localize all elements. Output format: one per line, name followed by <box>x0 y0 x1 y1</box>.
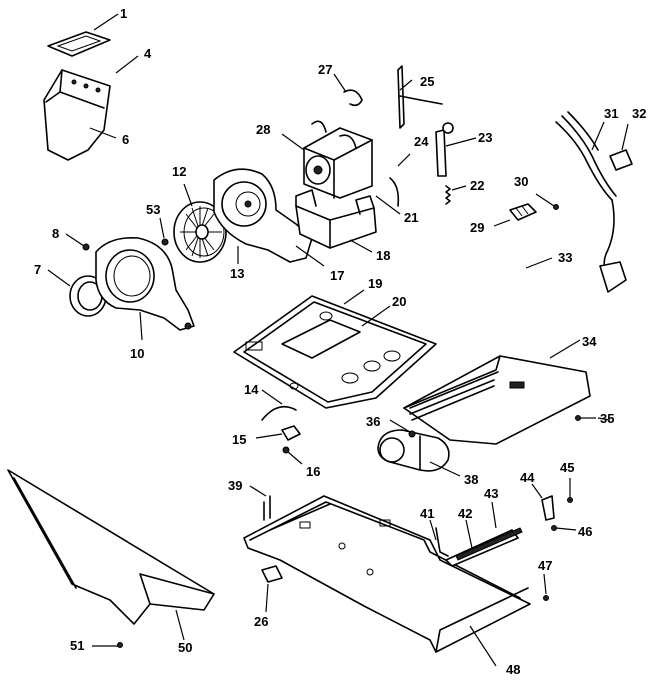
label-45: 45 <box>560 460 574 475</box>
part-23-idler-arm <box>435 122 477 177</box>
part-26-roller <box>261 565 283 613</box>
label-8: 8 <box>52 226 59 241</box>
label-7: 7 <box>34 262 41 277</box>
label-29: 29 <box>470 220 484 235</box>
label-34: 34 <box>582 334 597 349</box>
part-10-blower-housing <box>95 236 195 341</box>
label-6: 6 <box>122 132 129 147</box>
label-30: 30 <box>514 174 528 189</box>
part-6-lint-duct <box>43 69 117 161</box>
label-36: 36 <box>366 414 380 429</box>
part-18-motor-mount <box>295 189 377 253</box>
label-4: 4 <box>144 46 152 61</box>
label-14: 14 <box>244 382 259 397</box>
callout-labels: 1 4 6 7 8 10 12 13 14 15 16 17 18 19 20 … <box>34 6 646 677</box>
part-50-front-panel <box>7 469 215 641</box>
label-16: 16 <box>306 464 320 479</box>
part-29-switch <box>493 203 537 227</box>
label-38: 38 <box>464 472 478 487</box>
label-13: 13 <box>230 266 244 281</box>
label-23: 23 <box>478 130 492 145</box>
label-51: 51 <box>70 638 84 653</box>
part-31-wire-harness <box>555 111 627 293</box>
label-48: 48 <box>506 662 520 677</box>
part-43-tube <box>455 501 523 561</box>
part-51-screw <box>92 642 123 648</box>
part-32-connector <box>609 123 633 171</box>
label-33: 33 <box>558 250 572 265</box>
part-22-spring <box>445 185 467 205</box>
label-44: 44 <box>520 470 535 485</box>
part-14-bracket <box>261 389 297 421</box>
part-16-screw <box>282 446 303 465</box>
label-39: 39 <box>228 478 242 493</box>
label-28: 28 <box>256 122 270 137</box>
label-53: 53 <box>146 202 160 217</box>
label-41: 41 <box>420 506 434 521</box>
part-12-blower-wheel <box>173 183 227 263</box>
part-41-bracket <box>429 519 449 557</box>
label-26: 26 <box>254 614 268 629</box>
label-32: 32 <box>632 106 646 121</box>
label-21: 21 <box>404 210 418 225</box>
part-1-lint-screen-handle <box>47 31 111 57</box>
label-15: 15 <box>232 432 246 447</box>
label-12: 12 <box>172 164 186 179</box>
label-leaders <box>93 13 611 421</box>
part-36-sensor <box>389 419 416 438</box>
part-15-clamp <box>255 425 301 441</box>
label-18: 18 <box>376 248 390 263</box>
label-19: 19 <box>368 276 382 291</box>
part-28-motor <box>281 120 373 199</box>
label-1: 1 <box>120 6 127 21</box>
part-53-screw <box>159 217 169 246</box>
label-27: 27 <box>318 62 332 77</box>
label-46: 46 <box>578 524 592 539</box>
part-13-blower-housing-rear <box>213 168 313 264</box>
label-24: 24 <box>414 134 429 149</box>
label-42: 42 <box>458 506 472 521</box>
label-35: 35 <box>600 411 614 426</box>
label-10: 10 <box>130 346 144 361</box>
label-47: 47 <box>538 558 552 573</box>
part-39-screw <box>249 485 271 521</box>
part-46-screw <box>551 525 577 531</box>
part-33-pointer <box>525 257 553 269</box>
label-17: 17 <box>330 268 344 283</box>
part-35-screw <box>575 415 596 421</box>
part-47-screw <box>543 573 549 601</box>
part-30-screw <box>535 193 559 210</box>
label-31: 31 <box>604 106 618 121</box>
part-34-heater-assembly <box>403 339 591 445</box>
part-4-pointer <box>115 55 139 74</box>
part-27-clip <box>333 73 363 107</box>
part-8-screw <box>65 233 90 251</box>
label-20: 20 <box>392 294 406 309</box>
part-24-belt <box>389 153 411 207</box>
part-17-pointer <box>295 245 325 267</box>
part-42-tube <box>445 519 519 567</box>
part-45-screw <box>567 478 573 503</box>
part-25-rod <box>397 65 443 129</box>
part-19-base-plate <box>233 289 437 409</box>
label-43: 43 <box>484 486 498 501</box>
label-25: 25 <box>420 74 434 89</box>
part-48-base-frame <box>243 495 531 667</box>
part-44-clip <box>531 483 555 521</box>
part-21-pointer <box>375 195 401 215</box>
label-50: 50 <box>178 640 192 655</box>
label-22: 22 <box>470 178 484 193</box>
part-38-housing <box>377 429 461 477</box>
